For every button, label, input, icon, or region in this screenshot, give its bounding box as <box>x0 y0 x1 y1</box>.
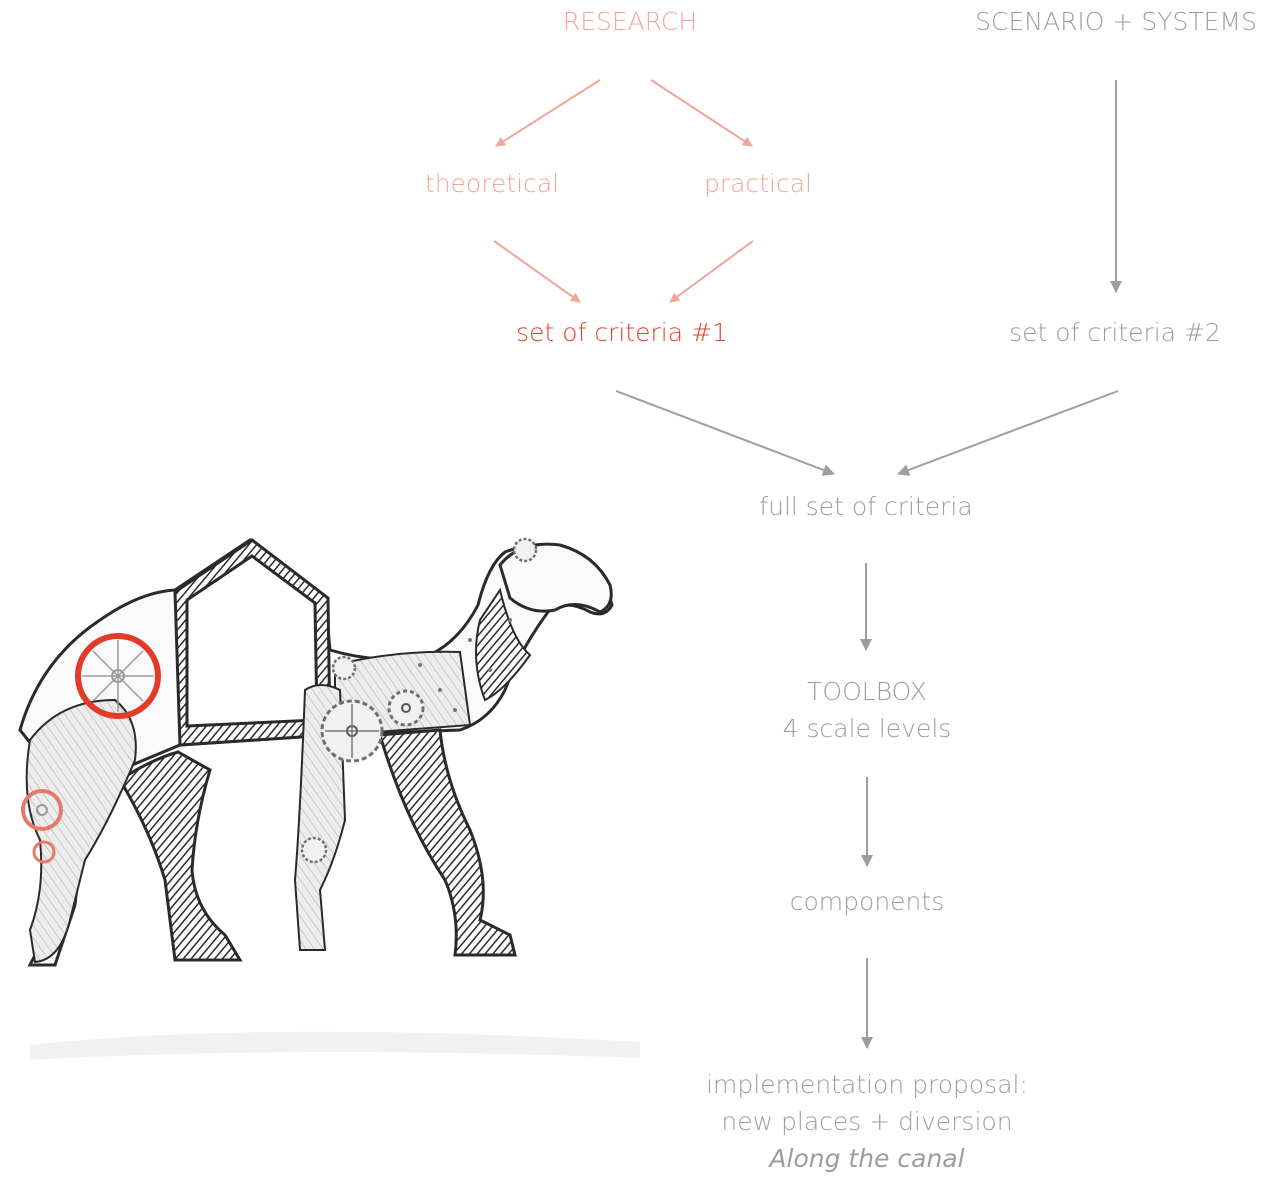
gear-icon <box>333 657 355 679</box>
gear-icon <box>302 838 326 862</box>
ground-shadow <box>30 1032 640 1060</box>
front-leg-dark <box>380 730 515 955</box>
back-leg-light <box>27 700 136 962</box>
gear-icon <box>322 701 382 761</box>
gear-icon <box>389 691 423 725</box>
gear-icon <box>514 539 536 561</box>
gear-icon <box>78 636 158 716</box>
back-leg-dark <box>120 752 240 960</box>
